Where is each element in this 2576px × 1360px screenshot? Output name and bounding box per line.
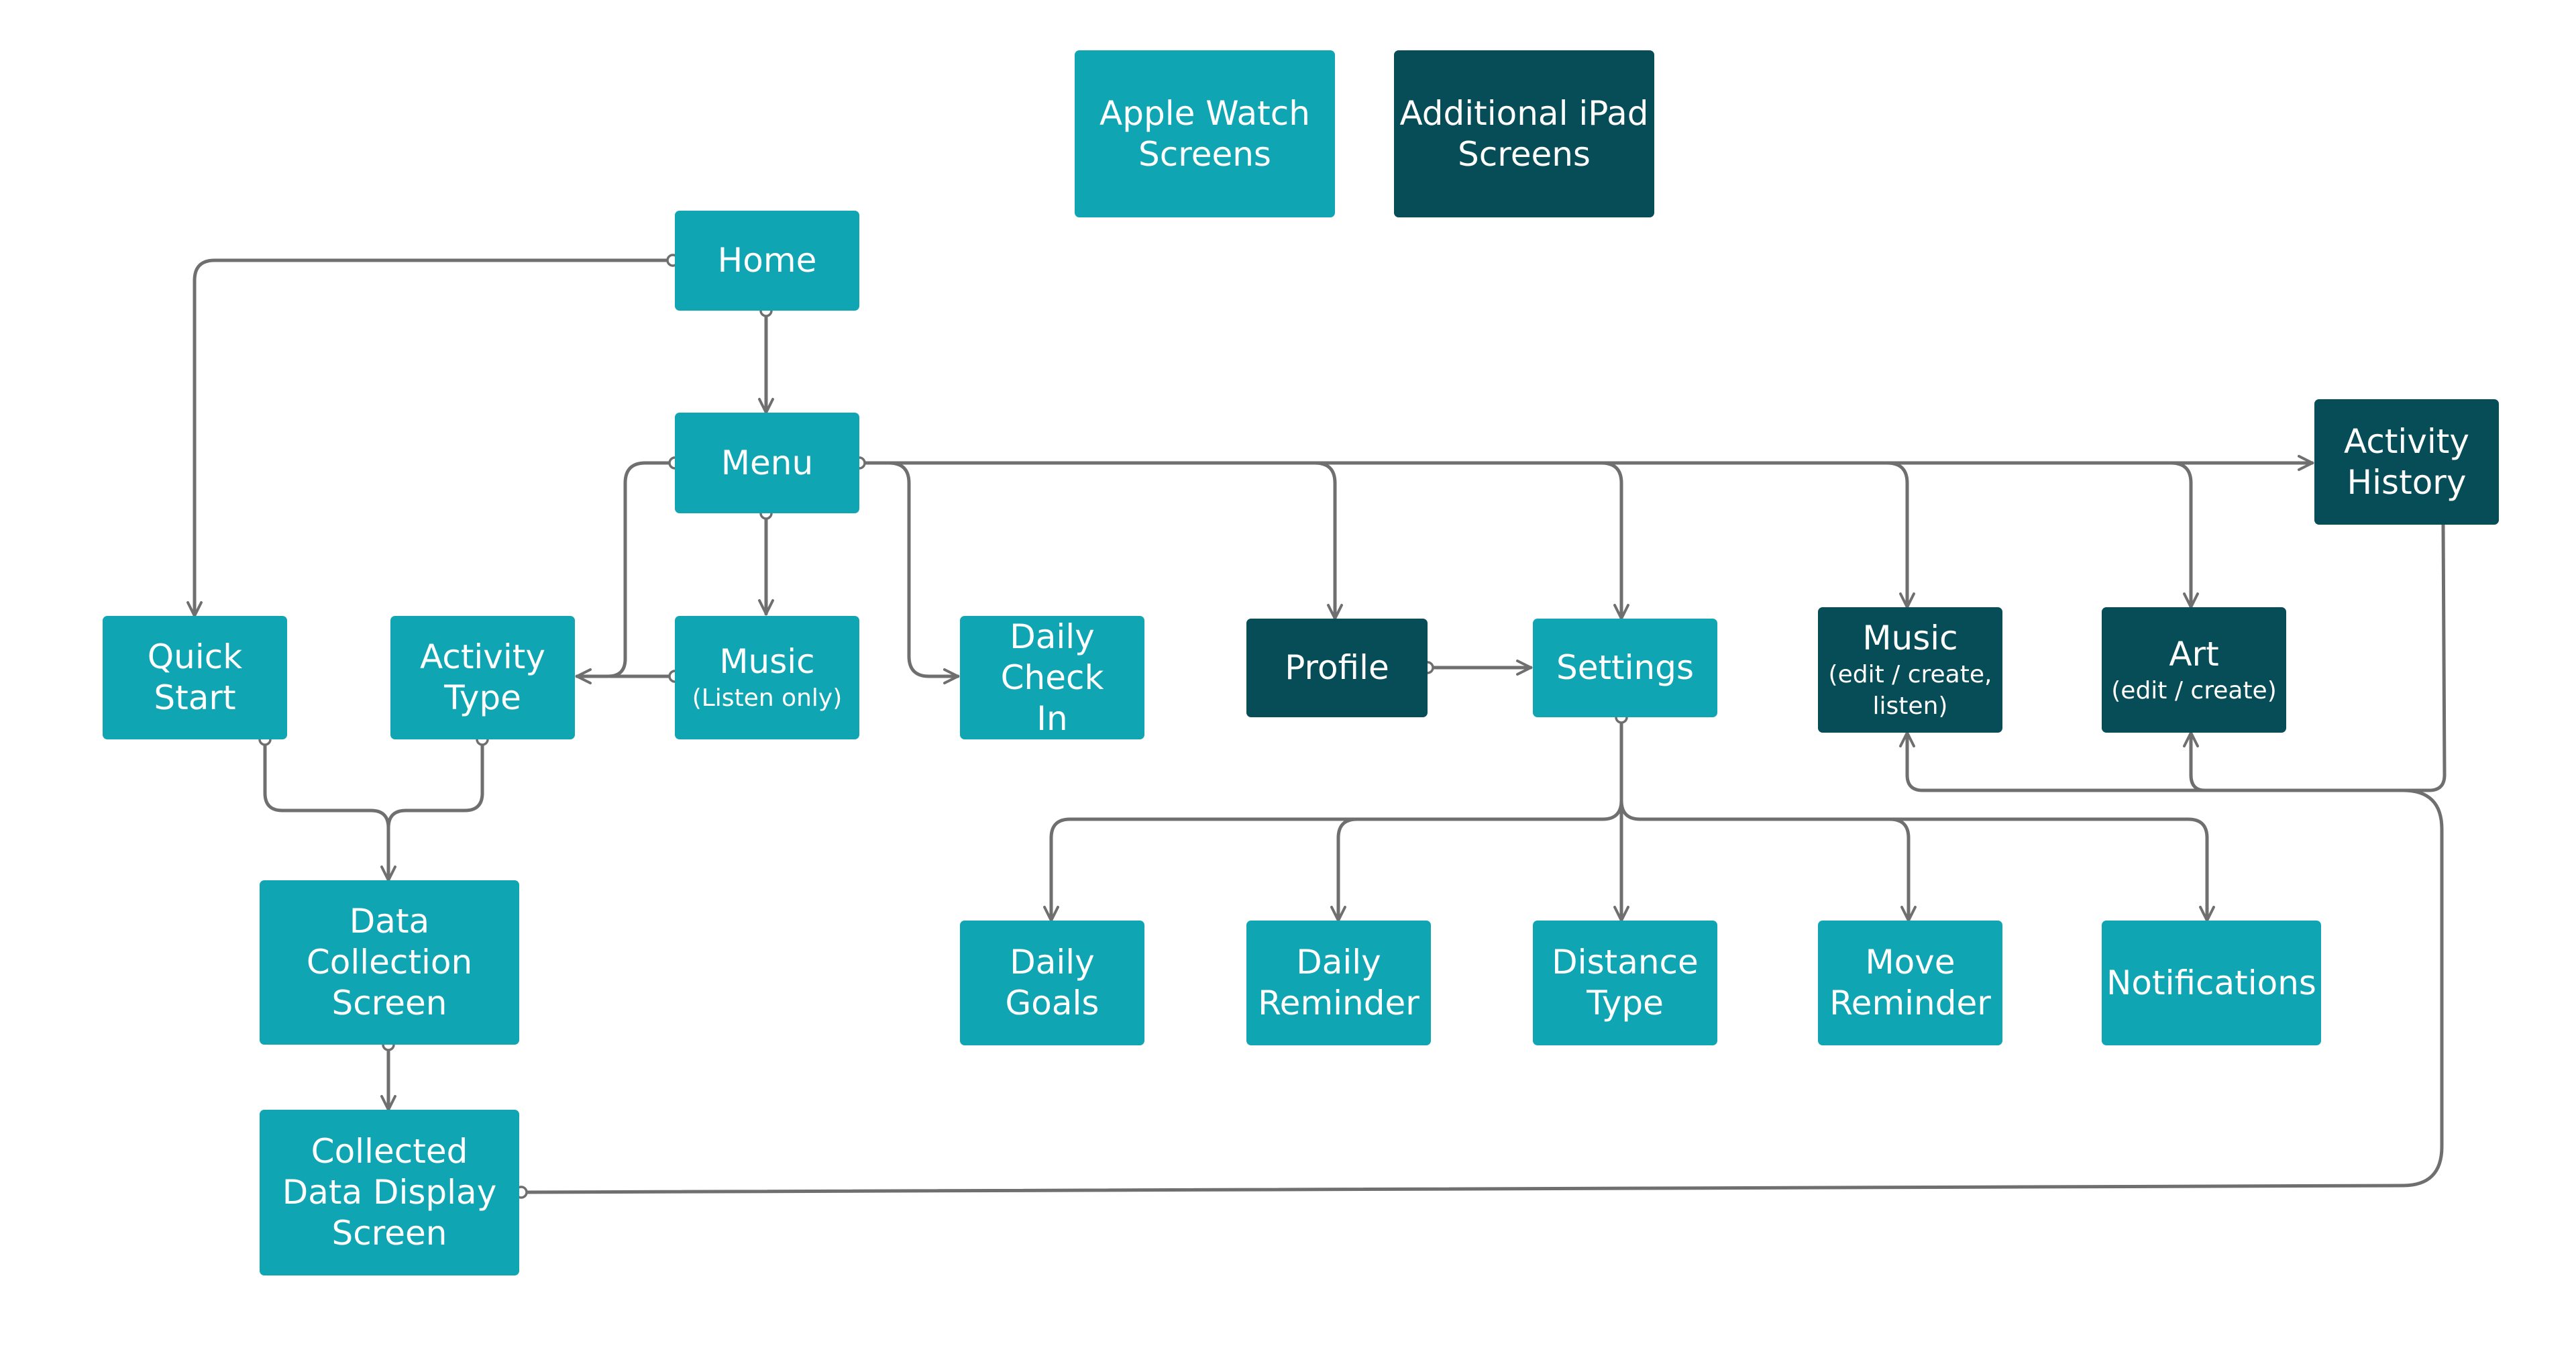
node-title: Quick Start	[147, 637, 243, 717]
edge-settings-to-daily-reminder	[1330, 817, 1359, 923]
node-move-reminder[interactable]: Move Reminder	[1818, 921, 2002, 1045]
node-collected-data-display[interactable]: Collected Data Display Screen	[260, 1110, 519, 1275]
edge-collected-display-to-history	[519, 788, 2444, 1194]
node-profile[interactable]: Profile	[1246, 619, 1428, 717]
node-daily-goals[interactable]: Daily Goals	[960, 921, 1144, 1045]
node-title: Music	[719, 642, 815, 681]
node-title: Home	[717, 241, 817, 280]
node-subtitle: (Listen only)	[692, 684, 843, 712]
node-title: Menu	[720, 443, 814, 482]
node-home[interactable]: Home	[675, 211, 859, 311]
edge-quick-start-to-data-collection	[263, 737, 396, 882]
node-art[interactable]: Art (edit / create)	[2102, 607, 2286, 733]
node-subtitle: (edit / create, listen)	[1828, 661, 1992, 720]
node-subtitle: (edit / create)	[2111, 676, 2277, 704]
node-settings[interactable]: Settings	[1533, 619, 1717, 717]
node-title: Settings	[1556, 648, 1695, 687]
edge-menu-to-profile	[1313, 461, 1343, 621]
edge-settings-to-notifications	[1888, 817, 2215, 923]
legend-watch-screens: Apple Watch Screens	[1075, 50, 1335, 217]
edge-activity-history-to-art	[2183, 731, 2207, 792]
node-title: Data Collection Screen	[306, 902, 473, 1023]
node-data-collection[interactable]: Data Collection Screen	[260, 880, 519, 1045]
legend-ipad-screens: Additional iPad Screens	[1394, 50, 1654, 217]
edge-menu-to-activity-type	[575, 461, 677, 684]
node-title: Profile	[1285, 648, 1389, 687]
edge-menu-to-music-edit	[1885, 461, 1915, 609]
node-title: Collected Data Display Screen	[282, 1132, 497, 1253]
node-daily-check-in[interactable]: Daily Check In	[960, 616, 1144, 739]
edge-settings-to-daily-goals	[1043, 715, 1623, 923]
node-title: Move Reminder	[1829, 943, 1991, 1023]
node-activity-history[interactable]: Activity History	[2314, 399, 2499, 525]
node-activity-type[interactable]: Activity Type	[390, 616, 575, 739]
node-title: Distance Type	[1552, 943, 1699, 1023]
edge-activity-history-to-music-edit	[1899, 523, 2447, 792]
node-distance-type[interactable]: Distance Type	[1533, 921, 1717, 1045]
node-quick-start[interactable]: Quick Start	[103, 616, 287, 739]
node-daily-reminder[interactable]: Daily Reminder	[1246, 921, 1431, 1045]
edge-activity-type-to-data-collection	[386, 737, 484, 830]
node-title: Art	[2169, 634, 2219, 674]
legend-ipad-label: Additional iPad Screens	[1399, 93, 1649, 174]
edge-menu-to-art	[2169, 461, 2199, 609]
edge-menu-to-daily-check-in	[857, 461, 960, 684]
node-music-edit[interactable]: Music (edit / create, listen)	[1818, 607, 2002, 733]
node-title: Music	[1862, 619, 1958, 658]
node-title: Activity History	[2344, 421, 2469, 502]
node-music-listen[interactable]: Music (Listen only)	[675, 616, 859, 739]
node-title: Notifications	[2106, 963, 2316, 1002]
node-menu[interactable]: Menu	[675, 413, 859, 513]
edge-menu-to-settings	[1599, 461, 1629, 621]
edge-home-to-quick-start	[186, 258, 675, 618]
node-notifications[interactable]: Notifications	[2102, 921, 2321, 1045]
node-title: Activity Type	[420, 637, 545, 717]
node-title: Daily Check In	[1000, 617, 1104, 738]
edge-settings-to-move-reminder	[1619, 798, 1917, 923]
legend-watch-label: Apple Watch Screens	[1099, 93, 1310, 174]
node-title: Daily Goals	[1005, 943, 1099, 1023]
node-title: Daily Reminder	[1258, 943, 1419, 1023]
